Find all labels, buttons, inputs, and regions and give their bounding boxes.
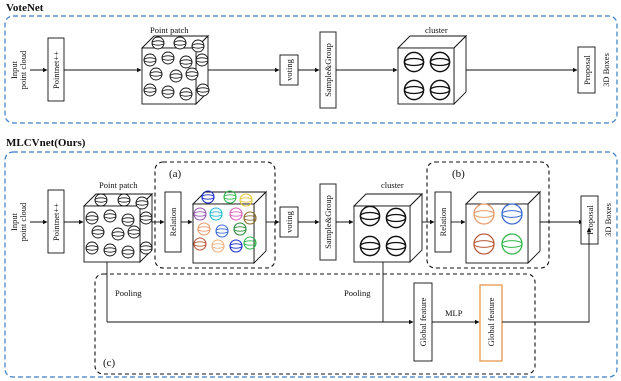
votenet-backbone-box <box>47 37 65 102</box>
votenet-proposal-label: Proposal <box>582 54 592 84</box>
mlcvnet-patch-label: Point patch <box>99 180 138 190</box>
mlcvnet-panel <box>4 151 618 378</box>
mlcvnet-title: MLCVnet(Ours) <box>6 137 86 149</box>
colored-sphere-equator <box>197 226 211 232</box>
votenet-backbone-label: Pointnet++ <box>51 51 61 89</box>
votenet-input-label-2: point cloud <box>18 50 28 89</box>
mlcvnet-cluster-cube <box>352 192 424 264</box>
module-c-label: (c) <box>103 357 116 369</box>
relation-b-colored-cluster-cube <box>464 190 542 265</box>
global-feature-2-label: Global feature <box>486 297 496 346</box>
votenet-panel <box>4 15 618 124</box>
votenet-voting-label: voting <box>284 58 294 80</box>
colored-sphere-equator <box>223 194 237 200</box>
module-a-label: (a) <box>169 168 182 180</box>
votenet-proposal-box <box>577 46 596 94</box>
votenet-title: VoteNet <box>6 2 44 14</box>
votenet-patch-label: Point patch <box>150 25 189 35</box>
colored-sphere-equator <box>229 243 243 249</box>
module-b-label: (b) <box>452 168 465 180</box>
mlcvnet-input-label-1: Input <box>9 212 19 231</box>
colored-sphere-equator <box>193 241 207 247</box>
mlcvnet-voting-label: voting <box>284 210 294 232</box>
mlcvnet-proposal-label: Proposal <box>585 204 595 234</box>
pooling-left-label: Pooling <box>115 288 142 298</box>
mlcvnet-input-label-2: point cloud <box>18 202 28 241</box>
relation-b-label: Relation <box>438 207 448 237</box>
global-feature-1-label: Global feature <box>418 297 428 346</box>
colored-cluster-equator <box>473 210 495 218</box>
colored-sphere-equator <box>243 215 257 221</box>
colored-sphere-equator <box>211 243 225 249</box>
votenet-point-patch-cube <box>140 34 210 106</box>
relation-a-label: Relation <box>168 207 178 237</box>
global-to-sum-arrow <box>502 227 592 323</box>
pooling-right-label: Pooling <box>344 288 371 298</box>
colored-sphere-equator <box>243 240 257 246</box>
votenet-cluster-cube <box>396 34 468 106</box>
votenet-cluster-label: cluster <box>425 25 448 35</box>
votenet-input-label-1: Input <box>9 60 19 79</box>
module-b-frame <box>426 161 550 269</box>
mlcvnet-sample-group-label: Sample&Group <box>323 195 333 249</box>
relation-a-colored-cube <box>191 190 268 265</box>
colored-sphere-equator <box>233 226 247 232</box>
mlcvnet-cluster-label: cluster <box>381 180 404 190</box>
votenet-output-label: 3D Boxes <box>601 53 611 87</box>
global-feature-2-box <box>479 284 503 362</box>
colored-cluster-equator <box>501 240 523 248</box>
module-c-frame <box>94 273 536 375</box>
colored-sphere-equator <box>193 211 207 217</box>
mlcvnet-backbone-label: Pointnet++ <box>51 203 61 241</box>
colored-sphere-equator <box>239 197 253 203</box>
votenet-sample-group-label: Sample&Group <box>323 43 333 97</box>
mlcvnet-backbone-box <box>47 189 65 254</box>
colored-sphere-equator <box>215 228 229 234</box>
mlcvnet-output-label: 3D Boxes <box>603 203 613 237</box>
mlcvnet-proposal-box <box>580 195 599 245</box>
colored-sphere-equator <box>201 194 215 200</box>
colored-sphere-equator <box>209 211 223 217</box>
mlcvnet-point-patch-cube <box>82 192 154 264</box>
colored-cluster-equator <box>501 210 523 218</box>
mlp-label: MLP <box>445 308 463 318</box>
colored-cluster-equator <box>473 240 495 248</box>
module-a-frame <box>154 161 276 269</box>
colored-sphere-equator <box>229 211 243 217</box>
